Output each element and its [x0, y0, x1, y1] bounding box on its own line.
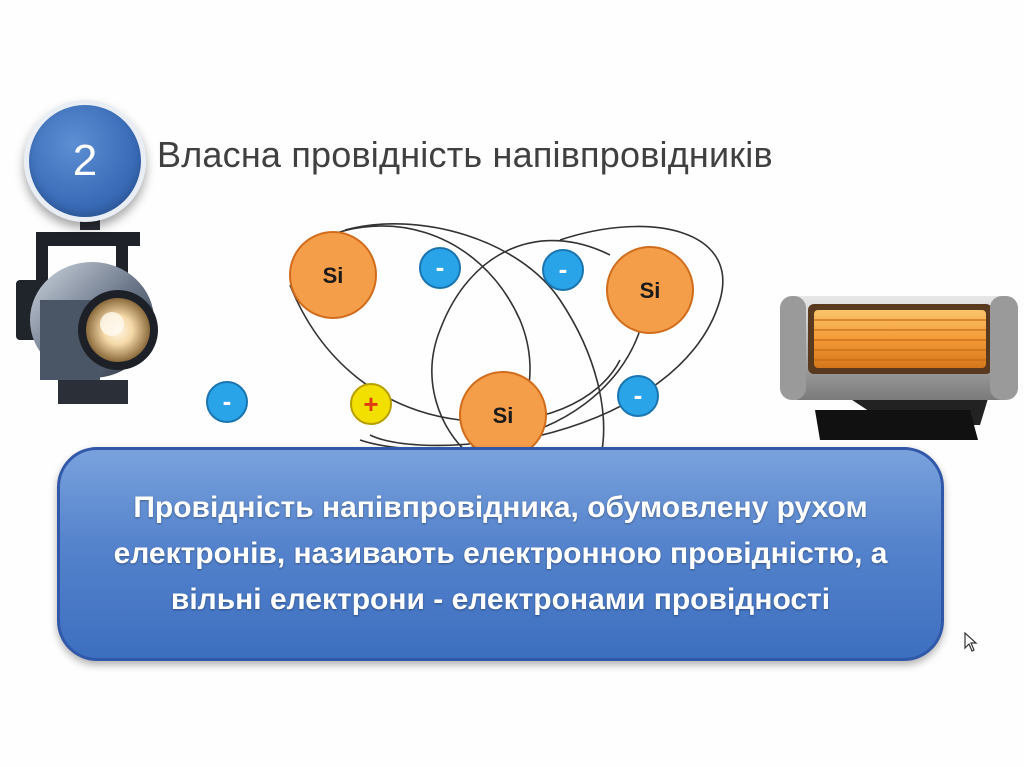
- electron: -: [419, 247, 461, 289]
- mouse-cursor-icon: [964, 632, 978, 652]
- atom-si-2: Si: [606, 246, 694, 334]
- stage-spotlight-icon: [16, 198, 158, 404]
- electron: -: [206, 381, 248, 423]
- electron-label: -: [559, 254, 568, 284]
- electron-label: -: [223, 386, 232, 416]
- definition-box: Провідність напівпровідника, обумовлену …: [57, 447, 944, 661]
- electron: -: [617, 375, 659, 417]
- atom-label: Si: [323, 263, 344, 288]
- atom-si-3: Si: [459, 371, 547, 459]
- atom-label: Si: [640, 278, 661, 303]
- electron-label: -: [634, 380, 643, 410]
- electron: -: [542, 249, 584, 291]
- infrared-heater-icon: [780, 296, 1018, 440]
- atom-label: Si: [493, 403, 514, 428]
- atom-si-1: Si: [289, 231, 377, 319]
- hole: +: [350, 383, 392, 425]
- slide-number: 2: [72, 136, 98, 185]
- slide-title: Власна провідність напівпровідників: [157, 134, 773, 175]
- slide-number-badge: 2: [24, 100, 146, 222]
- definition-text: Провідність напівпровідника, обумовлену …: [113, 491, 888, 616]
- hole-label: +: [363, 389, 378, 419]
- electron-label: -: [436, 252, 445, 282]
